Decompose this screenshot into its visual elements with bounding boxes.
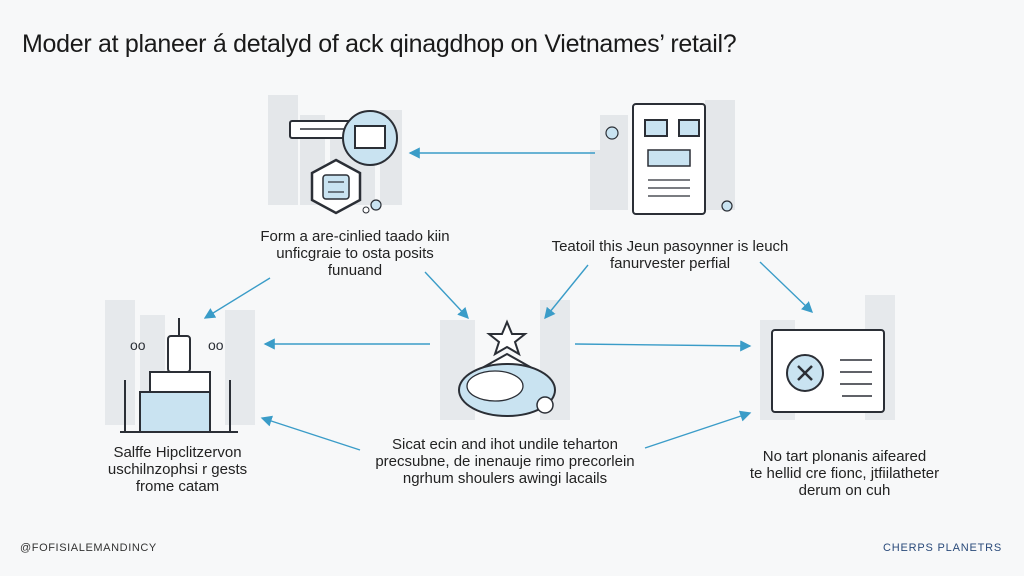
node-caption-center: Sicat ecin and ihot undile teharton prec… [360, 436, 650, 487]
arrow-top-left-to-center [424, 271, 469, 320]
caption-line: Salffe Hipclitzervon [113, 444, 242, 461]
caption-line: derum on cuh [798, 482, 891, 499]
arrow-center-caption-to-middle-left [260, 415, 361, 451]
caption-line: precsubne, de inenauje rimo precorlein [375, 453, 635, 470]
cloud-star-icon [458, 319, 556, 417]
connector-arrows [203, 147, 814, 451]
workstation-robot-icon: oo oo [120, 318, 238, 433]
svg-text:oo: oo [130, 337, 146, 353]
svg-text:oo: oo [208, 337, 224, 353]
caption-line: ngrhum shoulers awingi lacails [402, 470, 608, 487]
node-caption-middle-right: No tart plonanis aifeared te hellid cre … [722, 448, 967, 499]
caption-line: Form a are-cinlied taado kiin [260, 228, 450, 245]
caption-line: Teatoil this Jeun pasoynner is leuch [551, 238, 789, 255]
caption-line: fanurvester perfial [609, 255, 731, 272]
caption-line: frome catam [135, 478, 220, 495]
arrow-top-left-to-middle-left [203, 277, 271, 319]
cabinet-hexagon-icon [289, 110, 398, 215]
arrow-top-right-to-middle-right [759, 261, 814, 313]
arrow-center-to-middle-right [574, 340, 752, 352]
page-title: Moder at planeer á detalyd of ack qinagd… [22, 30, 737, 58]
node-caption-top-right: Teatoil this Jeun pasoynner is leuch fan… [540, 238, 800, 272]
caption-line: funuand [327, 262, 383, 279]
footer-brand: CHERPS PLANETRS [883, 542, 1002, 554]
arrow-center-caption-to-middle-right [644, 410, 752, 449]
caption-line: Sicat ecin and ihot undile teharton [392, 436, 618, 453]
caption-line: No tart plonanis aifeared [762, 448, 927, 465]
caption-line: uschilnzophsi r gests [107, 461, 248, 478]
caption-line: te hellid cre fionc, jtfiilatheter [749, 465, 940, 482]
arrow-top-right-to-center [544, 264, 589, 320]
checklist-screen-icon [771, 329, 885, 413]
footer-handle: @FOFISIALEMANDINCY [20, 542, 157, 554]
caption-line: unficgraie to osta posits [276, 245, 434, 262]
node-caption-middle-left: Salffe Hipclitzervon uschilnzophsi r ges… [60, 444, 295, 495]
document-dashboard-icon [605, 103, 733, 215]
node-caption-top-left: Form a are-cinlied taado kiin unficgraie… [240, 228, 470, 279]
